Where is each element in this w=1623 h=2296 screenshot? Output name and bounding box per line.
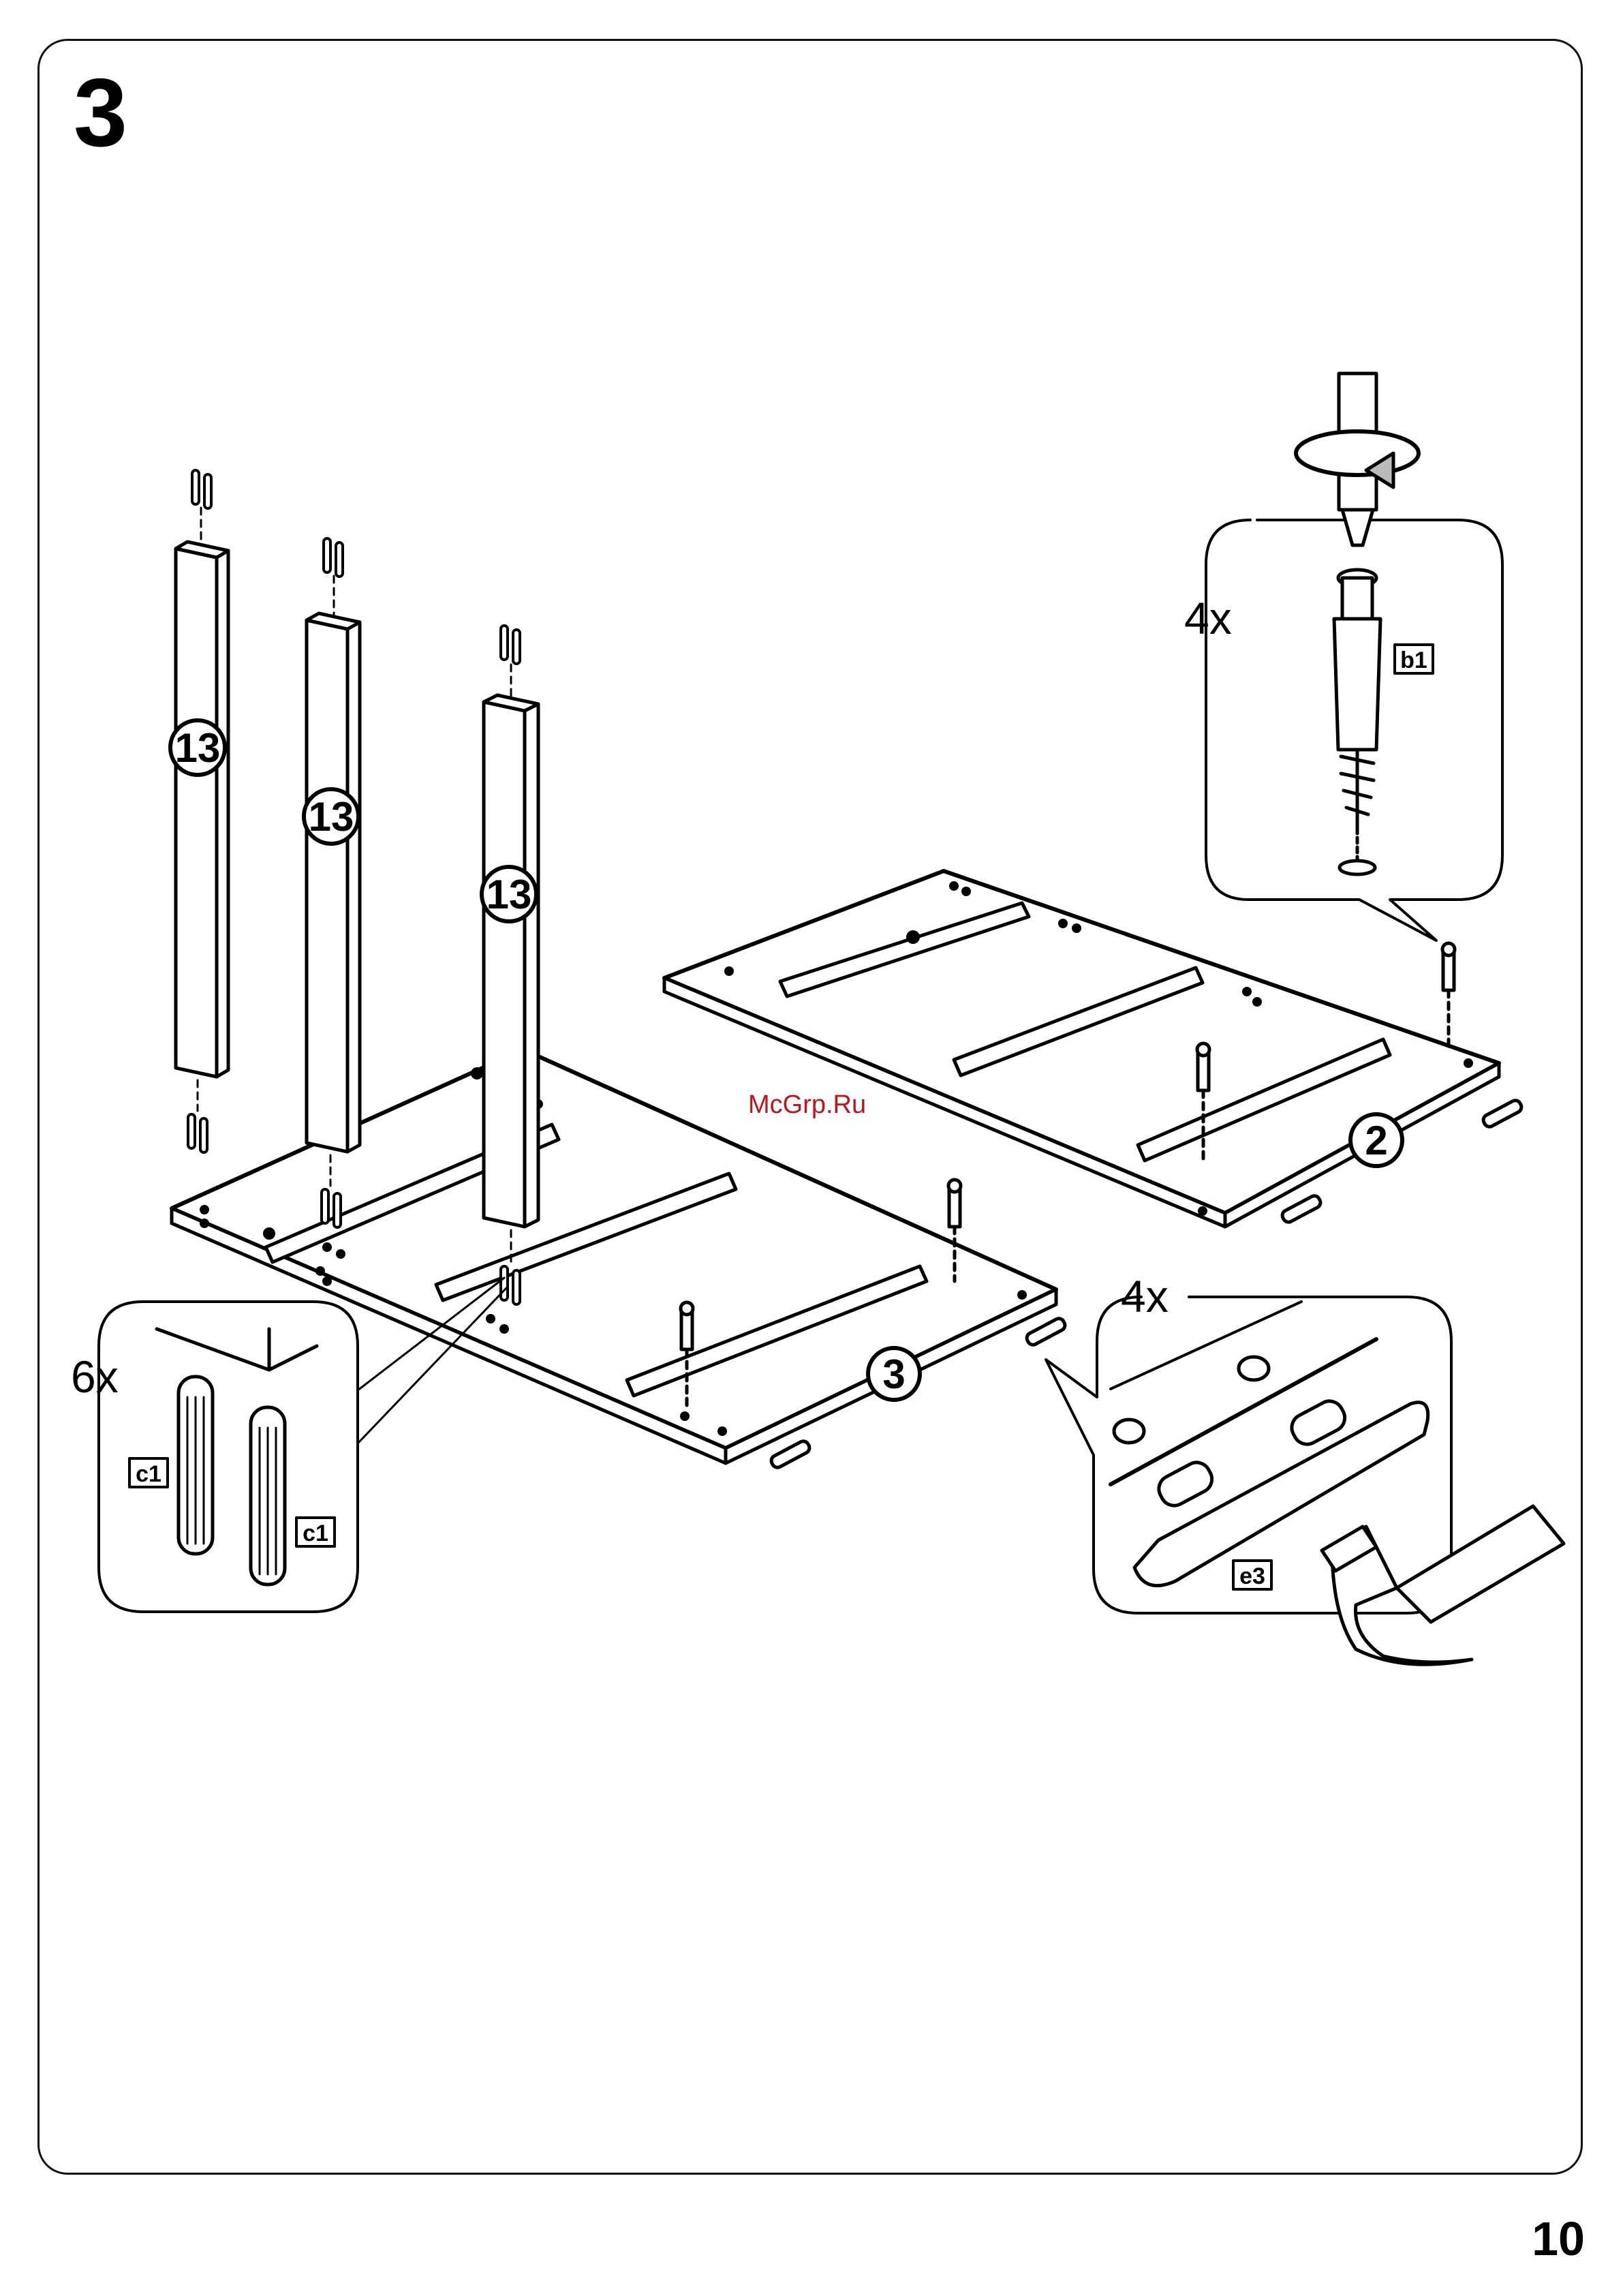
badge-13-label: 13 [175, 725, 221, 771]
badge-13-label: 13 [486, 872, 532, 917]
badge-13-label: 13 [309, 794, 354, 840]
badge-2: 2 [1350, 1114, 1402, 1166]
badge-2-label: 2 [1365, 1118, 1387, 1163]
dowel-part-tag: c1 [136, 1461, 161, 1487]
screw-part-tag: b1 [1400, 647, 1427, 673]
badge-13: 13 [482, 867, 536, 921]
dowel-quantity: 6x [71, 1351, 119, 1402]
foot-part-tag: e3 [1239, 1563, 1265, 1589]
foot-detail-callout: 4x e3 [1046, 1271, 1564, 1664]
screw-quantity: 4x [1184, 593, 1232, 643]
dowel-part-tag: c1 [303, 1520, 328, 1546]
badge-3: 3 [868, 1348, 920, 1400]
screw-detail-callout: 4x b1 [1184, 373, 1502, 940]
badge-13: 13 [304, 789, 358, 844]
badge-3-label: 3 [882, 1351, 905, 1397]
foot-quantity: 4x [1121, 1271, 1169, 1321]
badge-13: 13 [170, 720, 225, 775]
